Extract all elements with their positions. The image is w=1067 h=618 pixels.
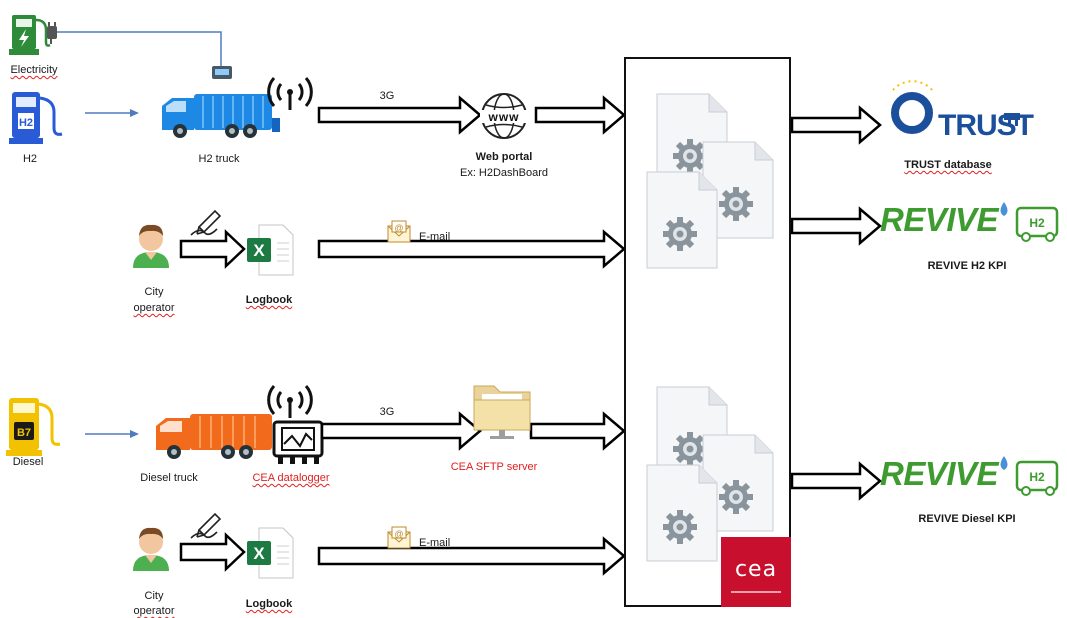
pen-icon [190,513,221,539]
datalogger-icon [272,420,324,464]
operator-label-line1: City [144,590,164,602]
arrow-hub-to-revive-h2 [790,206,882,246]
processing-hub [624,57,791,607]
operator-label-line1: City [144,286,164,298]
antenna-icon [267,76,313,112]
diesel-label: Diesel [12,456,44,468]
logbook-label: Logbook [245,598,293,610]
arrow-hub-to-trust [790,105,882,145]
arrow-operator2-to-logbook [179,532,246,572]
antenna-icon [267,384,313,420]
web-portal-example: Ex: H2DashBoard [459,167,549,179]
email-label: E-mail [419,231,451,243]
person-icon [133,527,169,571]
operator-label-line2: operator [133,605,175,617]
datalogger-label: CEA datalogger [252,472,330,484]
pen-icon [190,210,221,236]
h2-truck-icon [162,66,280,138]
h2-label: H2 [22,153,38,165]
person-icon [133,224,169,268]
arrow-hub-to-revive-diesel [790,461,882,501]
diesel-pump-icon [6,398,61,456]
svg-text:www: www [487,110,519,124]
revive-badge-label: H2 [1029,470,1045,484]
arrow-sftp-to-hub [529,411,626,451]
web-portal-title: Web portal [475,151,533,163]
h2-pump-icon [9,92,63,144]
revive-truck-icon: H2 [1000,202,1059,242]
arrow-logger-to-sftp [320,411,482,451]
h2-truck-label: H2 truck [198,153,240,165]
revive-logo-text: REVIVE [880,455,999,492]
envelope-icon [387,526,411,549]
arrow-logbook-email-to-hub [317,229,626,269]
h2-badge: H2 [19,117,33,129]
cea-logo: cea [721,537,791,607]
folder-icon [473,385,531,439]
revive-logo-text: REVIVE [880,201,999,238]
logbook-label: Logbook [245,294,293,306]
b7-badge: B7 [17,427,31,439]
operator-label-line2: operator [133,302,175,314]
globe-icon: www [480,93,528,139]
electricity-pump-icon [9,15,51,55]
diesel-truck-icon [156,414,272,459]
diesel-truck-label: Diesel truck [140,472,198,484]
cea-logo-underline [731,591,781,593]
revive-badge-label: H2 [1029,216,1045,230]
trust-logo-icon [891,80,1020,134]
email-label: E-mail [419,537,451,549]
electricity-label: Electricity [10,64,58,76]
cea-logo-text: cea [734,557,778,582]
excel-icon [246,527,294,579]
arrow-truck-to-portal [317,95,482,135]
trust-logo-text: TRUST [938,109,1034,142]
electricity-link [57,31,222,66]
trust-database-label: TRUST database [904,159,992,171]
arrow-portal-to-hub [534,95,626,135]
plug-icon [47,22,57,44]
revive-diesel-kpi-label: REVIVE Diesel KPI [918,513,1016,525]
link-3g-label: 3G [379,90,395,102]
arrow-logbook2-email-to-hub [317,536,626,576]
sftp-server-label: CEA SFTP server [450,461,538,473]
excel-icon [246,224,294,276]
revive-h2-kpi-label: REVIVE H2 KPI [927,260,1007,272]
arrow-operator-to-logbook [179,229,246,269]
link-3g-label: 3G [379,406,395,418]
revive-truck-icon: H2 [1000,456,1059,496]
envelope-icon [387,220,411,243]
